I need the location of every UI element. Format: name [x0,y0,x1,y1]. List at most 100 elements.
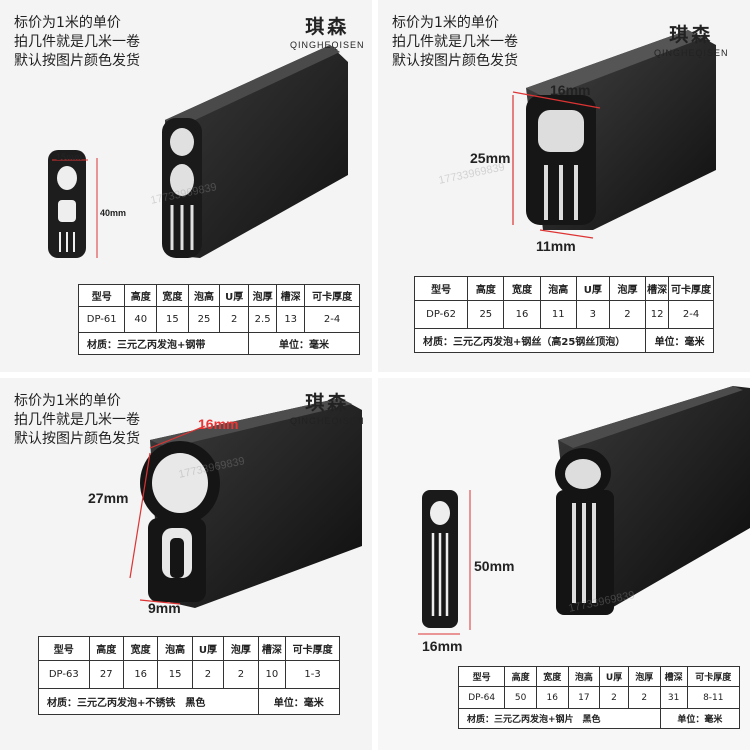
dimension-width-label: 16mm [550,82,591,98]
spec-header: 泡高 [539,276,577,301]
spec-value-row: DP-64 50 16 17 2 2 31 8-11 [457,686,741,709]
product-photo-dp61 [48,45,348,258]
spec-cell: 2.5 [248,306,278,333]
material-text: 材质：三元乙丙发泡+钢带 [77,332,250,355]
brand-logo: 琪森 QINGHEQISEN [290,388,365,426]
caption: 标价为1米的单价 拍几件就是几米一卷 默认按图片颜色发货 [14,392,140,449]
spec-cell: 1-3 [285,660,340,689]
spec-header: 泡高 [157,636,193,661]
spec-header: 泡高 [187,284,221,307]
spec-header: 型号 [413,276,469,301]
caption: 标价为1米的单价 拍几件就是几米一卷 默认按图片颜色发货 [392,14,518,71]
spec-cell: 17 [567,686,601,709]
spec-header: 型号 [457,666,506,687]
spec-header: 可卡厚度 [285,636,340,661]
brand-name-cn: 琪森 [305,16,350,38]
spec-header: 泡厚 [608,276,647,301]
spec-cell: 16 [122,660,159,689]
spec-header: 宽度 [122,636,159,661]
spec-cell: 2 [599,686,629,709]
spec-header: U厚 [599,666,629,687]
spec-cell: 10 [257,660,287,689]
spec-cell: 2 [223,660,259,689]
spec-cell: DP-62 [413,300,469,329]
brand-name-en: QINGHEQISEN [290,416,365,426]
spec-cell: 15 [156,306,189,333]
spec-header-row: 型号 高度 宽度 泡高 U厚 泡厚 槽深 可卡厚度 [38,636,340,661]
spec-table-dp63: 型号 高度 宽度 泡高 U厚 泡厚 槽深 可卡厚度 DP-63 27 16 15… [38,636,341,715]
spec-cell: 50 [504,686,537,709]
caption-line: 默认按图片颜色发货 [14,53,140,69]
caption-line: 默认按图片颜色发货 [14,431,140,447]
spec-cell: 16 [503,300,541,329]
spec-header: 槽深 [257,636,287,661]
spec-header: 高度 [88,636,124,661]
spec-header: 型号 [38,636,90,661]
spec-material-row: 材质：三元乙丙发泡+钢丝（高25钢丝顶泡） 单位：毫米 [413,328,714,353]
spec-material-row: 材质：三元乙丙发泡+钢片 黑色 单位：毫米 [458,708,741,729]
unit-text: 单位：毫米 [248,332,360,355]
spec-cell: 2 [608,300,647,329]
caption-line: 拍几件就是几米一卷 [392,34,518,50]
spec-header: 泡厚 [223,636,259,661]
spec-cell: 2-4 [304,306,360,333]
product-photo-dp62 [512,30,716,239]
spec-cell: 12 [645,300,670,329]
spec-cell: 25 [467,300,505,329]
spec-cell: 15 [157,660,193,689]
spec-cell: DP-63 [38,660,90,689]
spec-header-row: 型号 高度 宽度 泡高 U厚 泡厚 槽深 可卡厚度 [413,276,714,301]
spec-cell: 27 [88,660,124,689]
spec-cell: 2-4 [668,300,714,329]
caption: 标价为1米的单价 拍几件就是几米一卷 默认按图片颜色发货 [14,14,140,71]
unit-text: 单位：毫米 [645,328,714,353]
spec-header: 宽度 [503,276,541,301]
spec-material-row: 材质：三元乙丙发泡+钢带 单位：毫米 [77,332,360,355]
product-panel-dp64: 17733969839 50mm 16mm 型号 高度 宽度 泡高 U厚 泡厚 … [378,378,750,750]
spec-cell: 16 [535,686,569,709]
caption-line: 标价为1米的单价 [14,393,121,409]
caption-line: 默认按图片颜色发货 [392,53,518,69]
spec-header-row: 型号 高度 宽度 泡高 U厚 泡厚 槽深 可卡厚度 [457,666,741,687]
dimension-bottom-label: 9mm [148,600,181,616]
spec-cell: 25 [187,306,221,333]
unit-text: 单位：毫米 [659,708,741,729]
caption-line: 拍几件就是几米一卷 [14,412,140,428]
spec-cell: 2 [191,660,225,689]
spec-header: 可卡厚度 [304,284,360,307]
spec-cell: 11 [539,300,577,329]
dimension-height-label: 27mm [88,490,129,506]
unit-text: 单位：毫米 [257,688,341,715]
spec-header: U厚 [575,276,610,301]
spec-header: 型号 [77,284,126,307]
spec-table-dp62: 型号 高度 宽度 泡高 U厚 泡厚 槽深 可卡厚度 DP-62 25 16 11… [413,276,714,353]
product-panel-dp63: 标价为1米的单价 拍几件就是几米一卷 默认按图片颜色发货 琪森 QINGHEQI… [0,378,372,750]
brand-name-en: QINGHEQISEN [290,40,365,50]
spec-material-row: 材质：三元乙丙发泡+不锈铁 黑色 单位：毫米 [38,688,341,715]
spec-header: 宽度 [156,284,189,307]
brand-name-cn: 琪森 [305,392,350,414]
spec-table-dp61: 型号 高度 宽度 泡高 U厚 泡厚 槽深 可卡厚度 DP-61 40 15 25… [77,284,360,355]
spec-header: 槽深 [659,666,688,687]
caption-line: 拍几件就是几米一卷 [14,34,140,50]
dimension-width-label: 15mm [56,152,83,162]
spec-cell: 13 [276,306,306,333]
product-panel-dp62: 标价为1米的单价 拍几件就是几米一卷 默认按图片颜色发货 琪森 QINGHEQI… [378,0,750,372]
dimension-bottom-label: 16mm [422,638,463,654]
dimension-width-label: 16mm [198,416,239,432]
caption-line: 标价为1米的单价 [14,15,121,31]
dimension-height-label: 40mm [100,208,127,218]
spec-header: 泡厚 [627,666,661,687]
spec-header: 高度 [467,276,505,301]
brand-name-cn: 琪森 [669,24,714,46]
spec-cell: 8-11 [686,686,741,709]
spec-value-row: DP-63 27 16 15 2 2 10 1-3 [38,660,340,689]
brand-logo: 琪森 QINGHEQISEN [290,12,365,50]
spec-header: 高度 [124,284,158,307]
spec-cell: DP-61 [77,306,126,333]
dimension-height-label: 25mm [470,150,511,166]
caption-line: 标价为1米的单价 [392,15,499,31]
spec-header: 宽度 [535,666,569,687]
spec-header: U厚 [219,284,250,307]
product-photo-dp64 [418,386,750,635]
